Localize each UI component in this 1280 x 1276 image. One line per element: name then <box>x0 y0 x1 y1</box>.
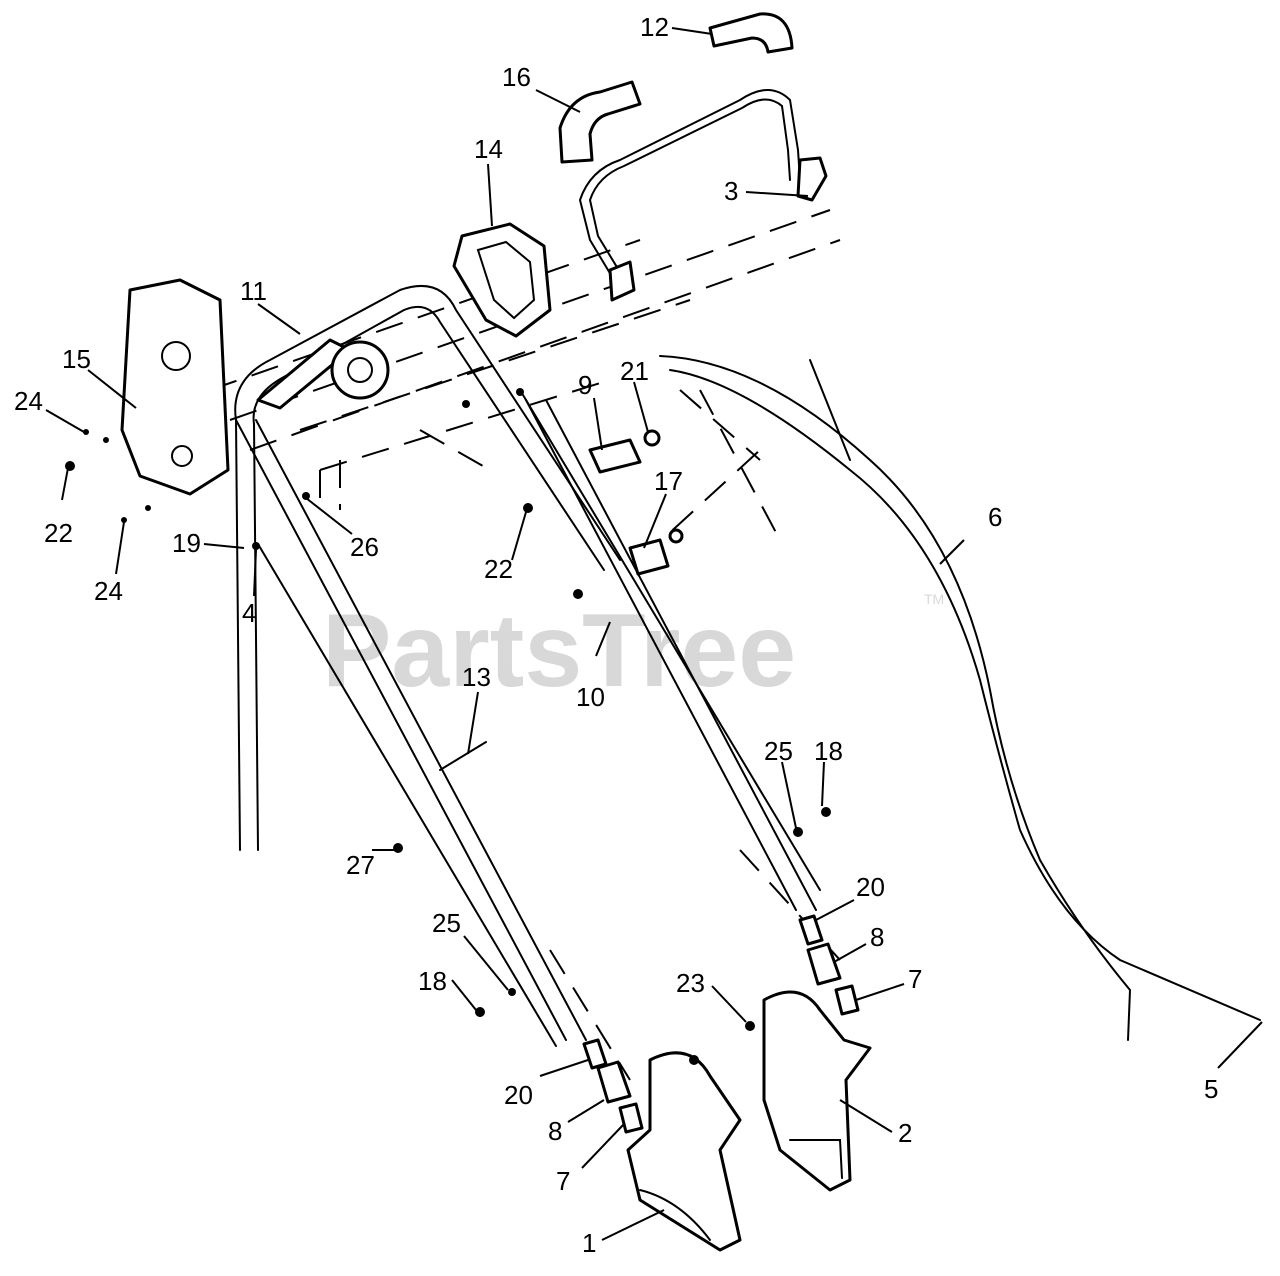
part-14-control-box <box>452 222 552 338</box>
callout-8-right: 8 <box>870 922 884 952</box>
callout-13: 13 <box>462 662 491 692</box>
part-8-bushing-left <box>596 1060 632 1104</box>
part-11-bracket <box>256 338 390 410</box>
callout-5: 5 <box>1204 1074 1218 1104</box>
callout-2: 2 <box>898 1118 912 1148</box>
callout-17: 17 <box>654 466 683 496</box>
callout-22-left: 22 <box>44 518 73 548</box>
callout-22-middle: 22 <box>484 554 513 584</box>
callout-4: 4 <box>242 598 256 628</box>
leader-lines <box>45 27 1263 1241</box>
callout-21: 21 <box>620 356 649 386</box>
part-1-left-bracket <box>626 1051 742 1252</box>
callout-15: 15 <box>62 344 91 374</box>
callout-19: 19 <box>172 528 201 558</box>
callout-6: 6 <box>988 502 1002 532</box>
callout-12: 12 <box>640 12 669 42</box>
callout-27: 27 <box>346 850 375 880</box>
part-3-control-bail <box>578 89 828 302</box>
part-11-upper-handle <box>234 285 621 851</box>
part-7-cap-right <box>834 984 860 1016</box>
callout-24-top: 24 <box>14 386 43 416</box>
callout-7-left: 7 <box>556 1166 570 1196</box>
callout-8-left: 8 <box>548 1116 562 1146</box>
callout-1: 1 <box>582 1228 596 1258</box>
callout-23: 23 <box>676 968 705 998</box>
callout-7-right: 7 <box>908 964 922 994</box>
part-16-grip <box>558 80 642 164</box>
callout-3: 3 <box>724 176 738 206</box>
callout-25-right: 25 <box>764 736 793 766</box>
watermark-trademark: TM <box>924 591 944 607</box>
callout-14: 14 <box>474 134 503 164</box>
part-8-bushing-right <box>806 942 842 986</box>
callout-16: 16 <box>502 62 531 92</box>
part-13-bolt <box>439 741 487 771</box>
callouts: 12 16 14 3 11 15 24 22 24 19 4 26 9 21 1… <box>14 12 1218 1258</box>
callout-18-right: 18 <box>814 736 843 766</box>
part-6-cable <box>659 355 1261 1041</box>
callout-26: 26 <box>350 532 379 562</box>
callout-24-bottom: 24 <box>94 576 123 606</box>
part-2-right-bracket <box>762 990 872 1192</box>
callout-11: 11 <box>240 276 267 306</box>
callout-10: 10 <box>576 682 605 712</box>
part-7-cap-left <box>618 1102 644 1134</box>
callout-20-right: 20 <box>856 872 885 902</box>
callout-25-left: 25 <box>432 908 461 938</box>
callout-18-left: 18 <box>418 966 447 996</box>
part-17-bracket <box>628 528 684 576</box>
callout-20-left: 20 <box>504 1080 533 1110</box>
part-20-spring-left <box>582 1038 608 1070</box>
part-4-rod <box>257 389 821 1047</box>
part-20-spring-right <box>798 914 824 946</box>
part-12-grip <box>708 12 794 54</box>
part-15-switch-box <box>120 278 230 496</box>
watermark: PartsTree <box>322 593 796 709</box>
callout-9: 9 <box>578 370 592 400</box>
fasteners <box>65 388 831 1065</box>
part-10-lower-handle <box>235 399 817 1041</box>
